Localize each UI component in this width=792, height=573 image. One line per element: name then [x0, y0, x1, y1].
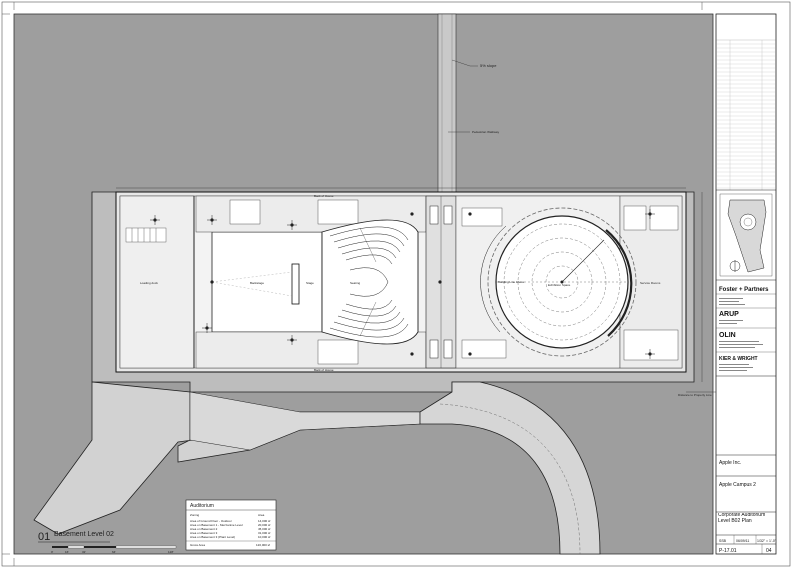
scale-label: 16': [65, 550, 69, 554]
scale-label: 0': [51, 550, 54, 554]
drawing-scale: 1/32" = 1'-0": [757, 539, 777, 543]
summary-head-right: Area: [258, 513, 265, 517]
seating-fan: [321, 219, 419, 345]
summary-row-label: Area on Basement 3: [190, 531, 218, 535]
area-summary-box: Auditorium Zoning Area Area of Ground Fl…: [185, 499, 277, 551]
stage-element: [291, 263, 300, 305]
issue-date: 06/09/11: [736, 539, 749, 543]
title-block: [715, 13, 777, 555]
loading-dock-label: Loading dock: [140, 281, 158, 285]
key-plan: [719, 193, 773, 277]
boh-bottom-label: Back of House: [314, 368, 334, 372]
summary-row-value: 31,000 sf: [258, 531, 271, 535]
backstage-label: Backstage: [250, 281, 264, 285]
drawing-name: Basement Level 02: [54, 531, 114, 538]
loading-dock-zone: [119, 195, 195, 369]
drawing-title-block: 01 Basement Level 02 0' 16' 32' 64' 128': [38, 531, 177, 554]
summary-row-value: 45,000 sf: [258, 527, 271, 531]
sheet-number: P-17.01: [719, 548, 737, 554]
summary-row-label: Area on Basement 2: [190, 527, 218, 531]
summary-row-value: 14,000 sf: [258, 519, 271, 523]
seating-label: Seating: [350, 281, 361, 285]
summary-row-value: 10,000 sf: [258, 535, 271, 539]
project-name: Apple Campus 2: [719, 482, 756, 488]
summary-total-label: Gross Area: [190, 543, 205, 547]
service-rooms-label: Service Rooms: [640, 281, 661, 285]
client-name: Apple Inc.: [719, 460, 741, 466]
scale-label: 32': [82, 550, 86, 554]
boh-top-label: Back of House: [314, 194, 334, 198]
summary-total-value: 120,000 sf: [256, 543, 270, 547]
summary-row-label: Area on Basement 3 (Plant Level): [190, 535, 235, 539]
firm-foster: Foster + Partners: [719, 287, 769, 293]
summary-head-left: Zoning: [190, 513, 200, 517]
building-line-label: Building Line Above: [498, 280, 525, 284]
summary-row-value: 20,000 sf: [258, 523, 271, 527]
scale-label: 64': [112, 550, 116, 554]
walkway-label: Pedestrian Walkway: [472, 130, 500, 134]
backstage-zone: [211, 231, 323, 333]
stage-label: Stage: [306, 281, 314, 285]
slope-label: 5% slope: [480, 63, 497, 68]
firm-arup: ARUP: [719, 311, 739, 318]
firm-olin: OLIN: [719, 332, 736, 339]
drawing-number: 01: [38, 531, 50, 543]
firm-kier-wright: KIER & WRIGHT: [719, 356, 758, 362]
summary-title: Auditorium: [190, 503, 214, 509]
revision-number: 04: [766, 548, 772, 554]
property-line-label: Distance to Property Line: [678, 393, 712, 397]
summary-row-label: Area on Basement 1 - Mezzanine Level: [190, 523, 243, 527]
exhibition-label: Exhibition Space: [548, 283, 571, 287]
scale-label: 128': [168, 550, 174, 554]
walkway: [437, 13, 457, 193]
issue-code: SSB: [719, 539, 727, 543]
summary-row-label: Area of Ground Floor - Outdoor: [190, 519, 232, 523]
sheet-drawing-title: Corporate Auditorium Level B02 Plan: [718, 513, 766, 524]
